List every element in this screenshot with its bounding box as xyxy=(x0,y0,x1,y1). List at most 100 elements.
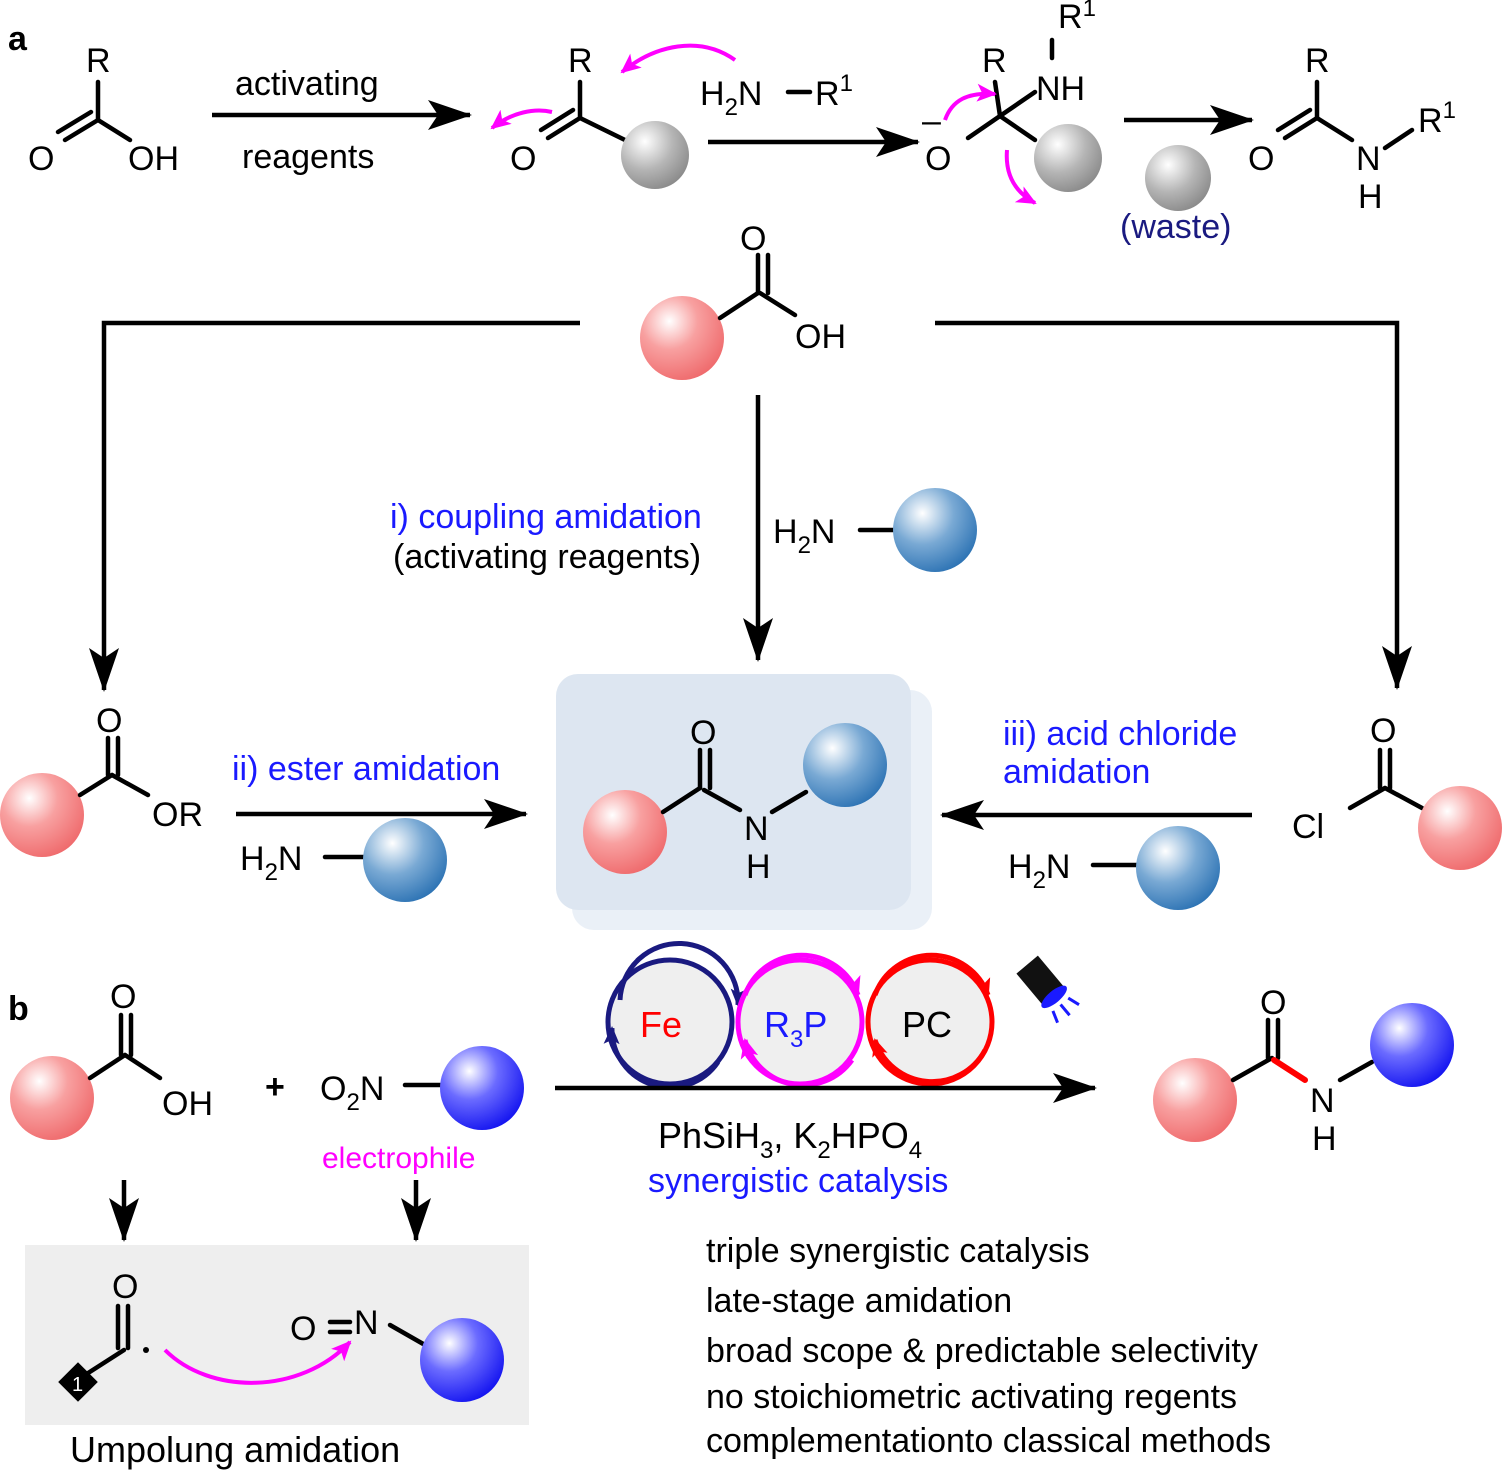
leaving-group-ball-grey xyxy=(621,121,689,189)
synergistic-catalysis-label: synergistic catalysis xyxy=(648,1162,948,1200)
svg-text:R: R xyxy=(982,42,1007,80)
svg-text:OH: OH xyxy=(162,1085,213,1123)
svg-text:OR: OR xyxy=(152,796,203,834)
amine-ball-blue xyxy=(440,1046,524,1130)
svg-text:H: H xyxy=(1312,1120,1337,1158)
svg-text:N: N xyxy=(354,1304,379,1342)
svg-text:O: O xyxy=(1260,984,1286,1022)
svg-text:O: O xyxy=(1248,140,1274,178)
waste-label: (waste) xyxy=(1120,208,1231,246)
svg-text:O: O xyxy=(110,978,136,1016)
svg-text:O: O xyxy=(96,702,122,740)
feature-item: complementationto classical methods xyxy=(706,1422,1271,1460)
route-iii-title-line2: amidation xyxy=(1003,753,1150,791)
acyl-ball-pink xyxy=(10,1056,94,1140)
svg-text:N: N xyxy=(1310,1082,1335,1120)
panel-b-amide-product: O N H xyxy=(1153,984,1454,1158)
fe-cycle xyxy=(605,957,735,1087)
lamp-icon xyxy=(1016,955,1080,1024)
feature-list: triple synergistic catalysis late-stage … xyxy=(706,1232,1271,1460)
svg-text:O: O xyxy=(690,714,716,752)
route-ii-arrow xyxy=(89,320,580,692)
route-i-subtitle: (activating reagents) xyxy=(393,538,701,576)
activating-label: activating xyxy=(235,65,379,103)
svg-text:–: – xyxy=(922,102,941,140)
tetrahedral-intermediate: R1 NH R – O xyxy=(922,0,1102,205)
route-iii-amine: H2N xyxy=(1008,826,1220,910)
svg-text:H2N: H2N xyxy=(773,513,835,559)
leaving-group-ball-grey xyxy=(1034,124,1102,192)
amine-ball-blue xyxy=(363,818,447,902)
route-ii-title: ii) ester amidation xyxy=(232,750,500,788)
pc-label: PC xyxy=(902,1004,952,1045)
fe-label: Fe xyxy=(640,1004,682,1045)
acyl-ball-pink xyxy=(0,773,84,857)
amine-ball-blue xyxy=(420,1318,504,1402)
svg-text:R: R xyxy=(568,42,593,80)
umpolung-caption: Umpolung amidation xyxy=(70,1429,400,1470)
r3p-label: R3P xyxy=(764,1004,827,1053)
svg-text:N: N xyxy=(1356,140,1381,178)
svg-text:OH: OH xyxy=(128,140,179,178)
svg-text:R1: R1 xyxy=(1418,97,1456,140)
amine-ball-blue xyxy=(1136,826,1220,910)
nitroarene-structure: O2N xyxy=(320,1046,524,1130)
central-amide-product: O N H xyxy=(583,714,887,886)
nitroso-structure: O N xyxy=(290,1304,504,1402)
panel-b-acid: O OH xyxy=(10,978,213,1140)
svg-text:H: H xyxy=(1358,178,1383,216)
route-ii-amine: H2N xyxy=(240,818,447,902)
central-acid-structure: O OH xyxy=(640,220,846,380)
svg-text:O: O xyxy=(1370,712,1396,750)
feature-item: broad scope & predictable selectivity xyxy=(706,1332,1258,1370)
umpolung-badge-label: 1 xyxy=(72,1374,83,1396)
svg-text:O: O xyxy=(925,140,951,178)
reagents-label-b: PhSiH3, K2HPO4 xyxy=(658,1115,922,1164)
feature-item: no stoichiometric activating regents xyxy=(706,1378,1237,1416)
acid-chloride-structure: O Cl xyxy=(1292,712,1502,870)
route-i-amine: H2N xyxy=(773,488,977,572)
carboxylic-acid-structure: R O OH xyxy=(28,42,179,178)
reagents-label: reagents xyxy=(242,138,374,176)
acyl-ball-pink xyxy=(1153,1058,1237,1142)
svg-text:H: H xyxy=(746,848,771,886)
svg-text:O: O xyxy=(290,1310,316,1348)
svg-text:R: R xyxy=(1305,42,1330,80)
electrophile-label: electrophile xyxy=(322,1142,475,1175)
feature-item: triple synergistic catalysis xyxy=(706,1232,1090,1270)
svg-text:O: O xyxy=(112,1268,138,1306)
amine-ball-blue xyxy=(1370,1003,1454,1087)
svg-text:O2N: O2N xyxy=(320,1070,384,1116)
svg-text:H2N: H2N xyxy=(700,75,762,121)
panel-label-a: a xyxy=(8,20,28,58)
svg-text:R: R xyxy=(86,42,111,80)
amine-ball-blue xyxy=(893,488,977,572)
acyl-ball-pink xyxy=(1418,786,1502,870)
route-iii-arrow xyxy=(935,320,1412,690)
acyl-ball-pink xyxy=(640,296,724,380)
svg-text:R1: R1 xyxy=(1058,0,1096,36)
route-iii-title-line1: iii) acid chloride xyxy=(1003,715,1237,753)
amide-product-top: R O N H R1 xyxy=(1248,42,1456,216)
svg-text:H2N: H2N xyxy=(1008,848,1070,894)
amine-ball-blue xyxy=(803,723,887,807)
svg-text:O: O xyxy=(28,140,54,178)
amine-reagent-label: H2N R1 xyxy=(700,70,853,121)
svg-text:R1: R1 xyxy=(815,70,853,113)
svg-text:Cl: Cl xyxy=(1292,808,1324,846)
panel-label-b: b xyxy=(8,990,29,1028)
umpolung-attack-arrow xyxy=(163,1340,352,1385)
waste-ball-grey xyxy=(1145,145,1211,211)
catalytic-cycles: Fe R3P PC xyxy=(603,940,995,1090)
ester-structure: O OR xyxy=(0,702,203,857)
svg-text:OH: OH xyxy=(795,318,846,356)
feature-item: late-stage amidation xyxy=(706,1282,1012,1320)
route-i-title: i) coupling amidation xyxy=(390,498,702,536)
new-amide-bond xyxy=(1271,1057,1308,1083)
activated-intermediate: R O xyxy=(490,42,737,189)
svg-text:NH: NH xyxy=(1036,70,1085,108)
svg-text:O: O xyxy=(510,140,536,178)
plus-sign: + xyxy=(265,1068,285,1106)
